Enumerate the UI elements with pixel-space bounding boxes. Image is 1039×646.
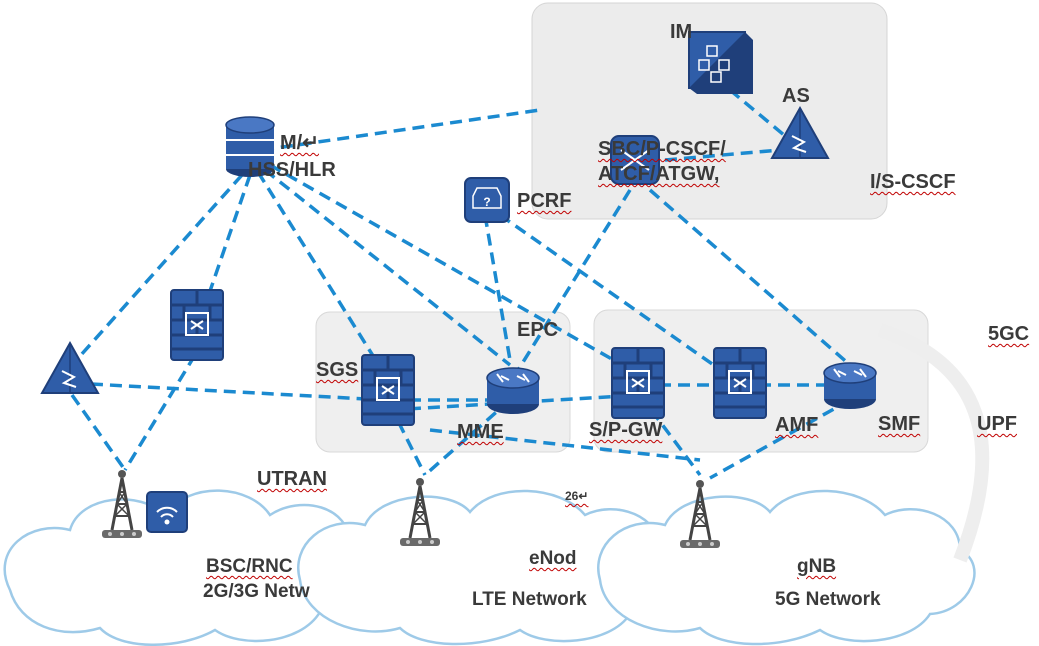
amf-firewall-icon bbox=[712, 346, 768, 420]
lte-network-label: LTE Network bbox=[472, 589, 587, 610]
svg-text:?: ? bbox=[483, 195, 490, 209]
firewall-icon bbox=[169, 288, 225, 362]
mme-label: MME bbox=[457, 421, 504, 443]
epc-label: EPC bbox=[517, 319, 559, 341]
sgs-firewall-icon bbox=[360, 353, 416, 427]
amf-label: AMF bbox=[775, 414, 819, 436]
utran-label: UTRAN bbox=[257, 468, 327, 490]
pcrf-icon: ? bbox=[464, 177, 510, 223]
nodeb-router-icon bbox=[41, 342, 99, 394]
spgw-firewall-icon bbox=[610, 346, 666, 420]
mme-router-icon bbox=[486, 367, 540, 415]
hss-top-label: M/↵ bbox=[280, 132, 319, 154]
watermark bbox=[877, 323, 990, 563]
as-label: AS bbox=[782, 85, 810, 107]
sbc-icon bbox=[610, 135, 660, 185]
pcrf-label: PCRF bbox=[517, 190, 572, 212]
ims-cube-icon bbox=[688, 31, 753, 94]
bsc-label: BSC/RNC bbox=[206, 556, 293, 577]
sbc-label: SBC/P-CSCF/ bbox=[598, 138, 726, 160]
atcf-label: ATCF/ATGW, bbox=[598, 163, 720, 185]
5g-cloud bbox=[597, 489, 976, 646]
gnb-label: gNB bbox=[797, 556, 837, 577]
hss-database-icon bbox=[225, 116, 275, 177]
2g3g-network-label: 2G/3G Netw bbox=[203, 581, 310, 602]
5g-network-label: 5G Network bbox=[775, 589, 881, 610]
enodeb-label: eNod bbox=[529, 548, 577, 569]
ims-label: IM bbox=[670, 21, 693, 43]
note-label: 26↵ bbox=[565, 489, 589, 503]
sgs-label: SGS bbox=[316, 359, 359, 381]
hss-label: HSS/HLR bbox=[248, 159, 336, 181]
smf-label: SMF bbox=[878, 413, 921, 435]
5gc-label: 5GC bbox=[988, 323, 1030, 345]
upf-label: UPF bbox=[977, 413, 1017, 435]
smf-router-icon bbox=[823, 362, 877, 410]
wifi-ap-icon bbox=[146, 491, 188, 533]
scscf-label: I/S-CSCF bbox=[870, 171, 956, 193]
spgw-label: S/P-GW bbox=[589, 419, 663, 441]
